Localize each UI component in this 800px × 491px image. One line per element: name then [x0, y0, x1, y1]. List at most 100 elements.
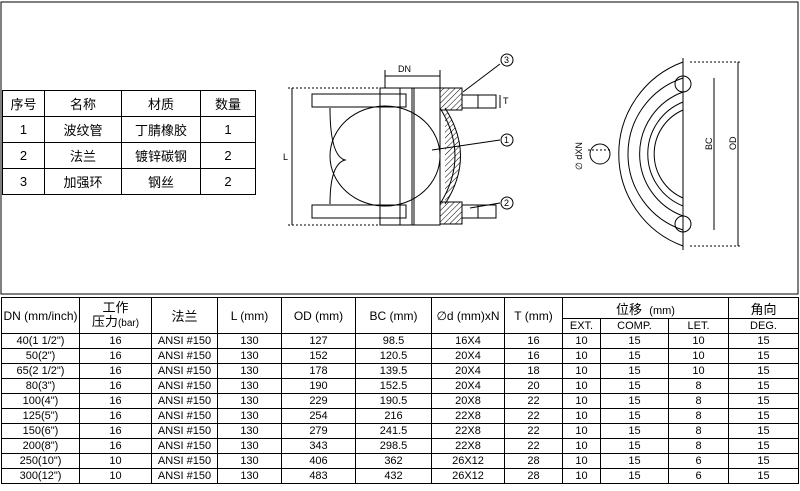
side-view: [288, 53, 514, 226]
cell: 15: [600, 453, 669, 469]
parts-row: 3 加强环 钢丝 2: [2, 168, 256, 195]
cell: 15: [728, 393, 799, 409]
header-quantity: 数量: [200, 90, 256, 117]
cell: 152.5: [355, 378, 432, 394]
cell: 3: [2, 168, 45, 195]
cell: 20: [504, 378, 563, 394]
cell: 22: [504, 423, 563, 439]
cell: ANSI #150: [151, 378, 218, 394]
cell: 15: [728, 423, 799, 439]
cell: 16: [79, 378, 152, 394]
cell: 343: [281, 438, 356, 454]
cell: 16: [79, 393, 152, 409]
displacement-unit: (mm): [649, 304, 675, 317]
cell: 16: [504, 333, 563, 349]
cell: 8: [668, 438, 729, 454]
header-od: OD (mm): [281, 297, 356, 334]
cell: 10: [668, 348, 729, 364]
cell: 8: [668, 378, 729, 394]
cell: 229: [281, 393, 356, 409]
spec-header-row: DN (mm/inch) 工作 压力(bar) 法兰 L (mm) OD (mm…: [1, 297, 799, 334]
cell: 15: [728, 453, 799, 469]
cell: 15: [600, 348, 669, 364]
t-label: T: [503, 96, 509, 106]
cell: 190.5: [355, 393, 432, 409]
cell: 28: [504, 453, 563, 469]
cell: 10: [79, 468, 152, 484]
cell: 190: [281, 378, 356, 394]
cell: 10: [562, 453, 601, 469]
cell: 10: [562, 348, 601, 364]
cell: 15: [728, 333, 799, 349]
dn-label: DN: [398, 64, 411, 74]
cell: 98.5: [355, 333, 432, 349]
pressure-unit: (bar): [117, 317, 140, 329]
cell: 150(6"): [1, 423, 80, 439]
cell: 16: [79, 363, 152, 379]
cell: 26X12: [431, 468, 505, 484]
hole-label: ∅ dXN: [574, 142, 584, 170]
od-label: OD: [728, 136, 738, 150]
cell: 2: [200, 168, 256, 195]
cell: 加强环: [44, 168, 122, 195]
cell: 15: [600, 408, 669, 424]
header-bc: BC (mm): [355, 297, 432, 334]
cell: 1: [2, 116, 45, 143]
cell: 130: [217, 408, 282, 424]
cell: 10: [668, 333, 729, 349]
cell: ANSI #150: [151, 393, 218, 409]
cell: 28: [504, 468, 563, 484]
cell: 15: [728, 363, 799, 379]
cell: 15: [600, 468, 669, 484]
cell: 127: [281, 333, 356, 349]
header-let: LET.: [668, 318, 729, 334]
cell: 254: [281, 408, 356, 424]
cell: 10: [562, 393, 601, 409]
parts-row: 2 法兰 镀锌碳钢 2: [2, 142, 256, 169]
cell: 362: [355, 453, 432, 469]
front-view: [588, 58, 742, 250]
cell: 125(5"): [1, 408, 80, 424]
displacement-label: 位移: [616, 301, 643, 317]
parts-table: 序号 名称 材质 数量 1 波纹管 丁腈橡胶 1 2 法兰 镀锌碳钢 2 3 加…: [2, 90, 256, 195]
cell: 22: [504, 438, 563, 454]
cell: 22: [504, 408, 563, 424]
header-deg: DEG.: [728, 318, 799, 334]
cell: 80(3"): [1, 378, 80, 394]
cell: 22X8: [431, 423, 505, 439]
cell: ANSI #150: [151, 363, 218, 379]
cell: 10: [562, 468, 601, 484]
header-pressure: 工作 压力(bar): [79, 297, 152, 334]
cell: 200(8"): [1, 438, 80, 454]
cell: 丁腈橡胶: [121, 116, 201, 143]
cell: 65(2 1/2"): [1, 363, 80, 379]
header-t: T (mm): [504, 297, 563, 334]
callout-3: 3: [504, 55, 509, 65]
pressure-line1: 工作: [102, 299, 129, 315]
cell: 16: [79, 423, 152, 439]
cell: 16: [79, 408, 152, 424]
cell: 406: [281, 453, 356, 469]
cell: ANSI #150: [151, 348, 218, 364]
cell: 432: [355, 468, 432, 484]
cell: 130: [217, 378, 282, 394]
cell: 130: [217, 453, 282, 469]
cell: 483: [281, 468, 356, 484]
cell: 139.5: [355, 363, 432, 379]
callout-2: 2: [504, 198, 509, 208]
header-l: L (mm): [217, 297, 282, 334]
cell: 1: [200, 116, 256, 143]
cell: 279: [281, 423, 356, 439]
spec-table: DN (mm/inch) 工作 压力(bar) 法兰 L (mm) OD (mm…: [1, 297, 799, 484]
spec-subheader-row: EXT. COMP. LET. DEG.: [2, 318, 799, 334]
cell: 20X8: [431, 393, 505, 409]
cell: 10: [668, 363, 729, 379]
cell: ANSI #150: [151, 468, 218, 484]
header-comp: COMP.: [600, 318, 669, 334]
